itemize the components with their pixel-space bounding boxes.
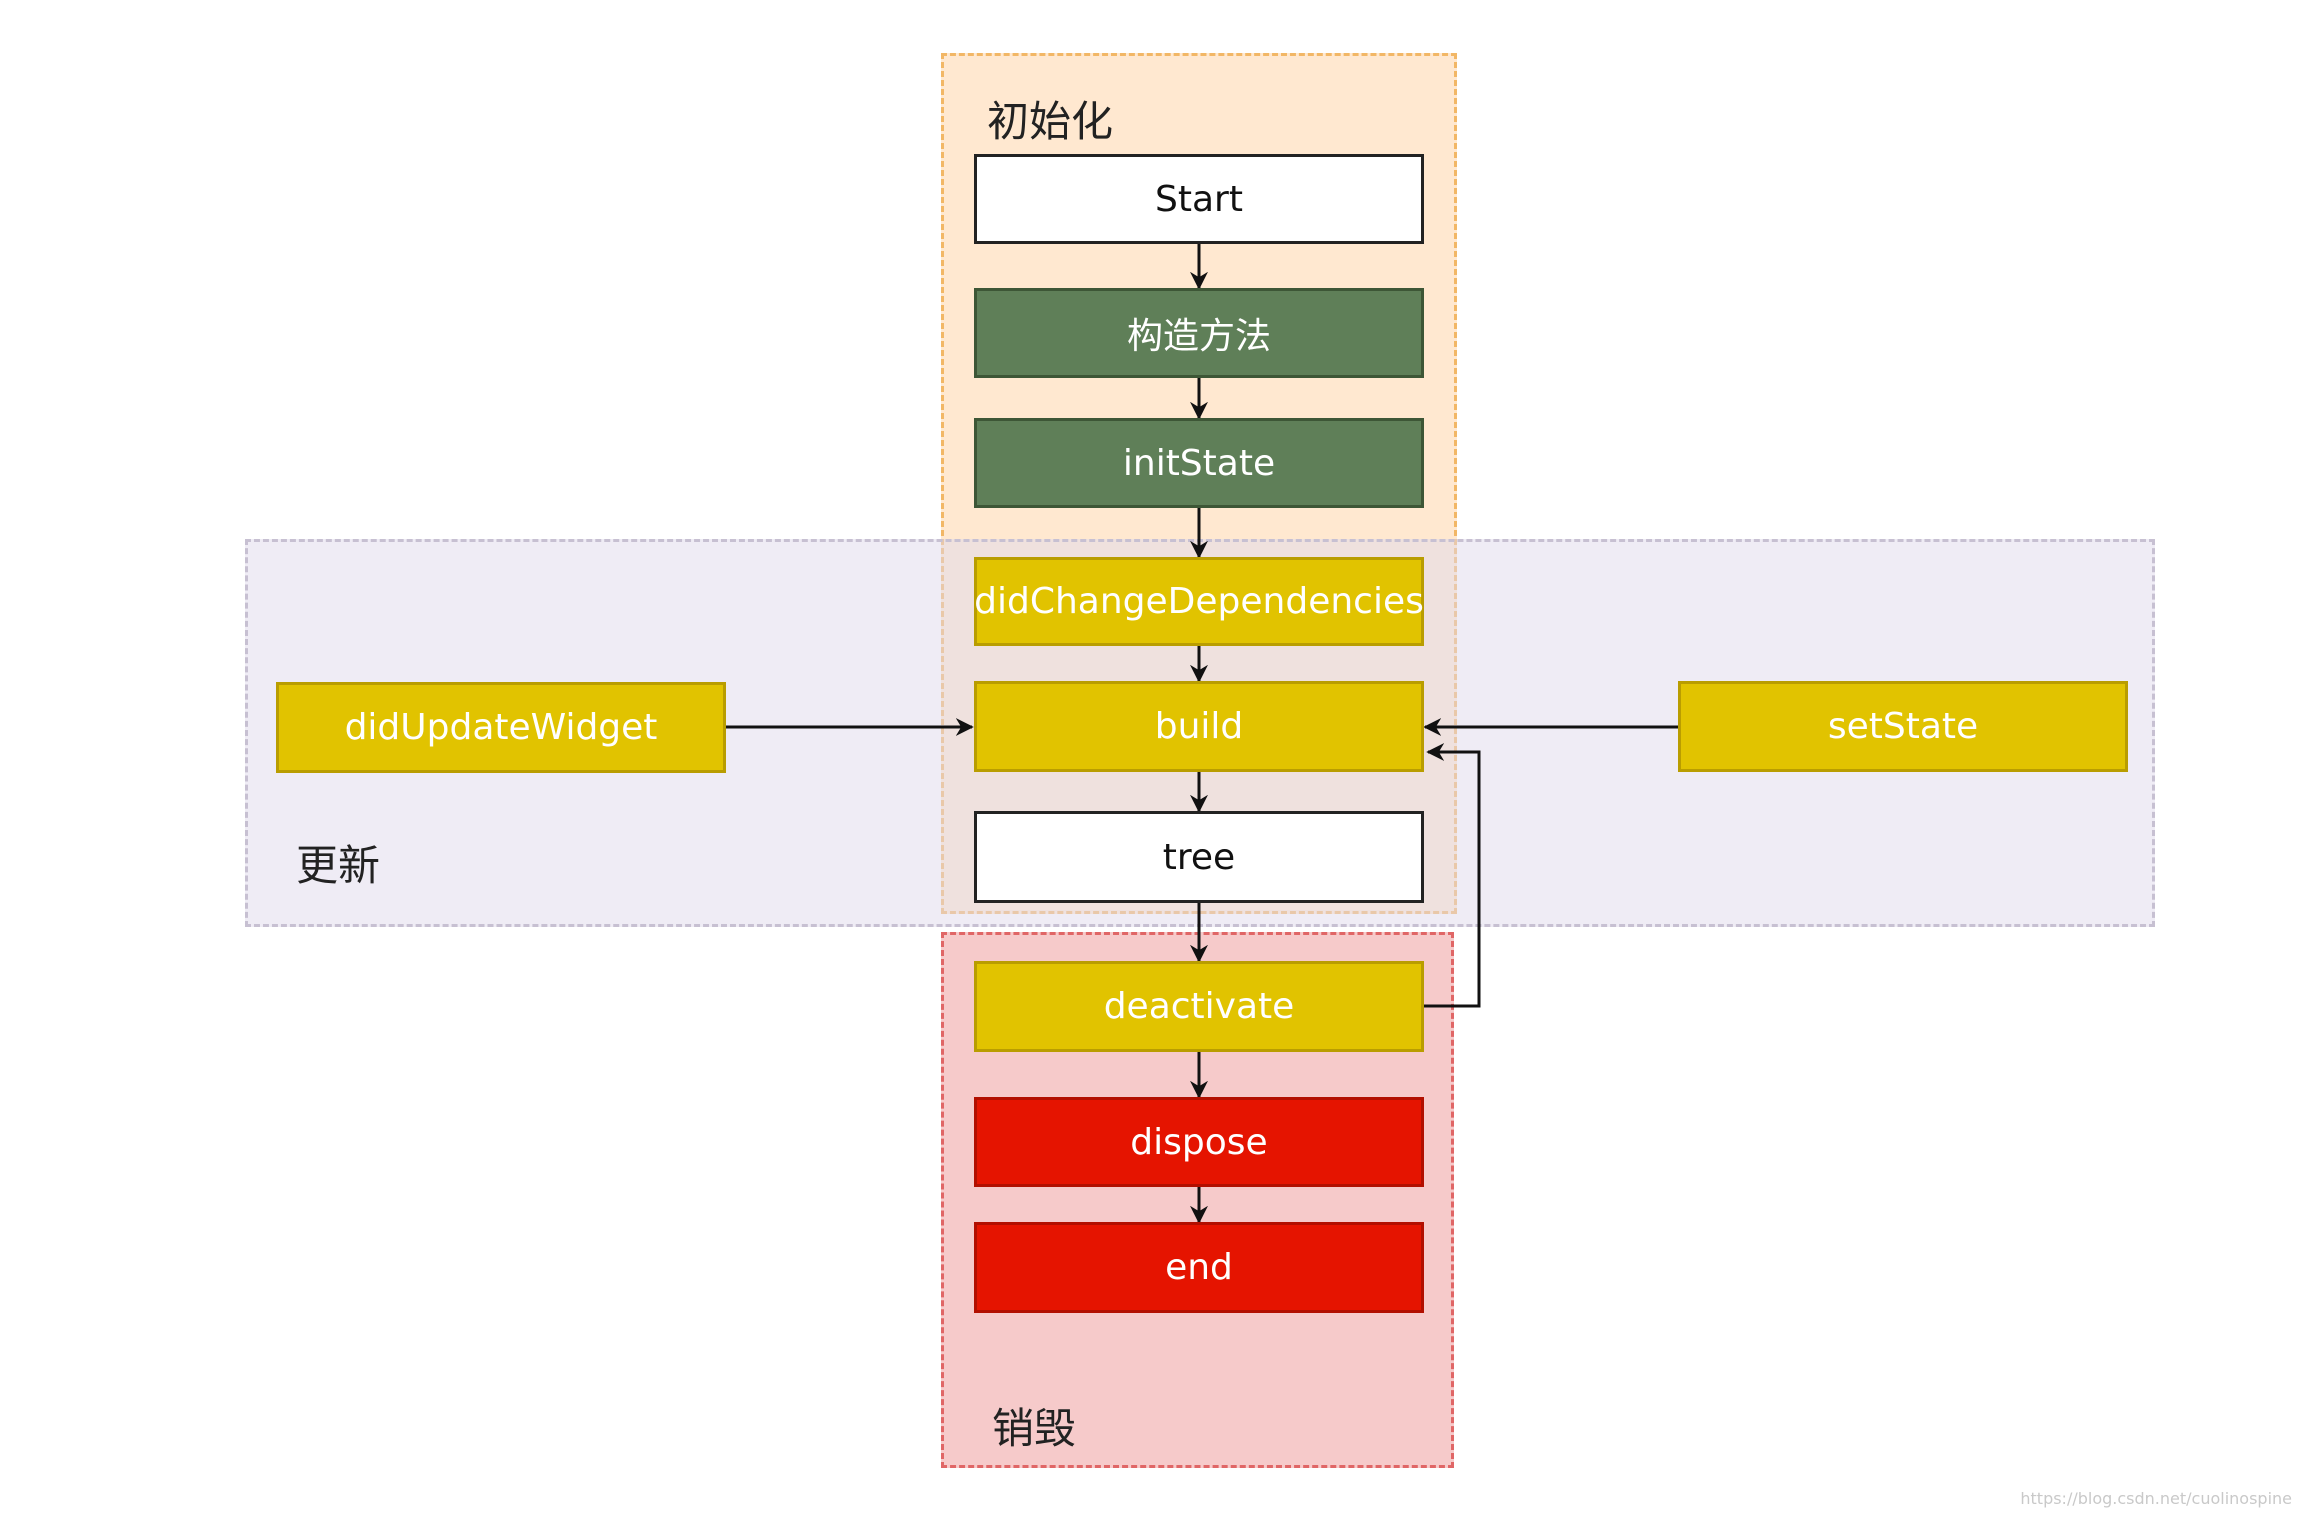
end-node: end [974,1222,1424,1313]
tree-node: tree [974,811,1424,903]
setstate-node: setState [1678,681,2128,772]
init-region-label: 初始化 [987,97,1114,146]
didupdatewidget-node: didUpdateWidget [276,682,726,773]
deactivate-node: deactivate [974,961,1424,1052]
dispose-node: dispose [974,1097,1424,1187]
constructor-node: 构造方法 [974,288,1424,378]
start-node: Start [974,154,1424,244]
update-region-label: 更新 [296,841,381,890]
didchangedependencies-node: didChangeDependencies [974,557,1424,646]
watermark: https://blog.csdn.net/cuolinospine [2020,1489,2292,1508]
initstate-node: initState [974,418,1424,508]
destroy-region-label: 销毁 [992,1404,1077,1453]
edge-deactivate-build [1422,743,1481,1008]
build-node: build [974,681,1424,772]
